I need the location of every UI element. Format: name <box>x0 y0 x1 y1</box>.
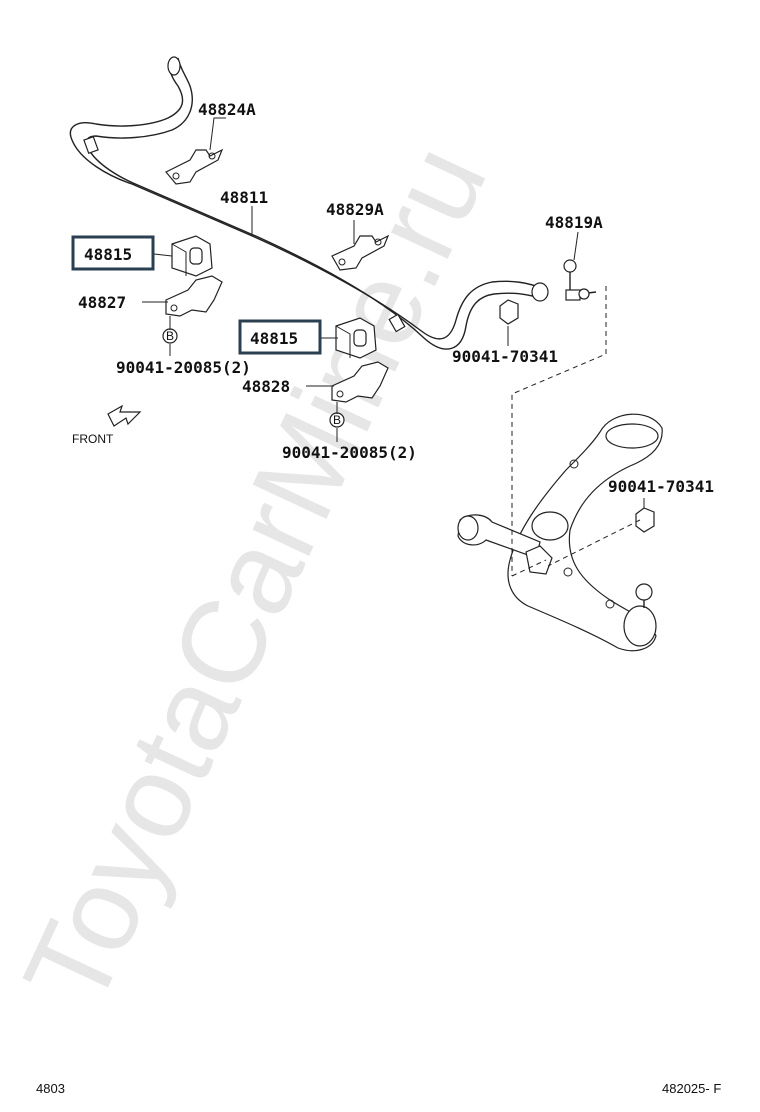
label-48829a[interactable]: 48829A <box>326 200 384 219</box>
bracket-48828[interactable] <box>331 361 389 403</box>
label-48828[interactable]: 48828 <box>242 377 290 396</box>
label-90041-20085-left[interactable]: 90041-20085(2) <box>116 358 251 377</box>
bracket-48824a[interactable] <box>165 148 224 185</box>
stabilizer-bar[interactable] <box>69 56 549 350</box>
bolt-symbol-text: B <box>166 329 174 343</box>
highlight-box-48815-right <box>238 319 322 355</box>
bushing-48815-right[interactable] <box>335 317 377 359</box>
bolt-symbol-right: B <box>329 412 345 428</box>
nut-90041-70341-lower[interactable] <box>635 507 655 533</box>
label-90041-20085-right[interactable]: 90041-20085(2) <box>282 443 417 462</box>
watermark-text: ToyotaCarMine.ru <box>0 126 512 1026</box>
label-48827[interactable]: 48827 <box>78 293 126 312</box>
lower-control-arm[interactable] <box>457 413 663 652</box>
nut-90041-70341-upper[interactable] <box>499 299 519 325</box>
label-90041-70341-upper[interactable]: 90041-70341 <box>452 347 558 366</box>
bolt-symbol-text: B <box>333 413 341 427</box>
footer-right-code: 482025- F <box>662 1081 721 1096</box>
stabilizer-link-48819a[interactable] <box>563 259 597 301</box>
footer-left-code: 4803 <box>36 1081 65 1096</box>
bushing-48815-left[interactable] <box>171 235 213 277</box>
bracket-48827[interactable] <box>165 275 223 317</box>
leader-lines <box>142 117 645 508</box>
label-48819a[interactable]: 48819A <box>545 213 603 232</box>
label-48824a[interactable]: 48824A <box>198 100 256 119</box>
bracket-48829a[interactable] <box>331 234 390 271</box>
label-48815-left[interactable]: 48815 <box>84 245 132 264</box>
front-arrow: FRONT <box>72 404 142 446</box>
highlight-box-48815-left <box>71 235 155 271</box>
label-48811[interactable]: 48811 <box>220 188 268 207</box>
front-label: FRONT <box>72 432 114 446</box>
label-90041-70341-lower[interactable]: 90041-70341 <box>608 477 714 496</box>
dashed-connections <box>511 286 641 577</box>
bolt-symbol-left: B <box>162 328 178 344</box>
label-48815-right[interactable]: 48815 <box>250 329 298 348</box>
